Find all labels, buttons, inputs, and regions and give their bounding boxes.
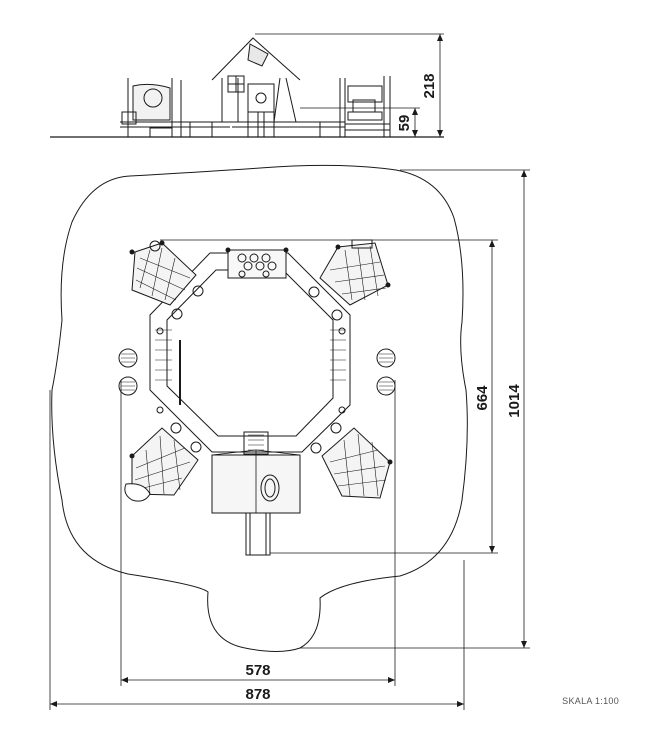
height-platform-label: 59 bbox=[396, 115, 413, 132]
width-total-label: 878 bbox=[245, 686, 270, 703]
climbing-wall-top bbox=[227, 249, 287, 279]
left-tower-elevation bbox=[120, 78, 230, 138]
side-elevation bbox=[50, 33, 444, 138]
depth-structure-label: 664 bbox=[474, 385, 491, 411]
scale-label: SKALA 1:100 bbox=[562, 696, 619, 706]
net-climber-bottom-right bbox=[321, 427, 391, 499]
net-climber-bottom-left bbox=[124, 427, 199, 502]
plan-dimension-lines bbox=[49, 169, 530, 710]
width-structure-label: 578 bbox=[245, 662, 270, 679]
center-house-elevation bbox=[211, 37, 301, 138]
right-tower-elevation bbox=[300, 76, 391, 137]
house-roof-plan bbox=[211, 431, 301, 514]
slide-plan bbox=[245, 512, 271, 556]
net-climber-top-left bbox=[131, 240, 197, 306]
side-dimension-lines bbox=[255, 33, 444, 137]
deck-inner-ring bbox=[166, 269, 334, 437]
safety-zone-outline bbox=[51, 164, 468, 652]
deck-bolts bbox=[156, 285, 346, 454]
deck-outer-ring bbox=[149, 252, 351, 453]
net-climber-top-right bbox=[319, 239, 389, 306]
depth-total-label: 1014 bbox=[506, 384, 523, 418]
height-total-label: 218 bbox=[421, 73, 438, 98]
stepping-discs bbox=[118, 348, 396, 396]
dimension-arrows bbox=[50, 170, 527, 707]
play-structure-plan bbox=[118, 239, 396, 556]
deck-planks bbox=[155, 256, 346, 381]
